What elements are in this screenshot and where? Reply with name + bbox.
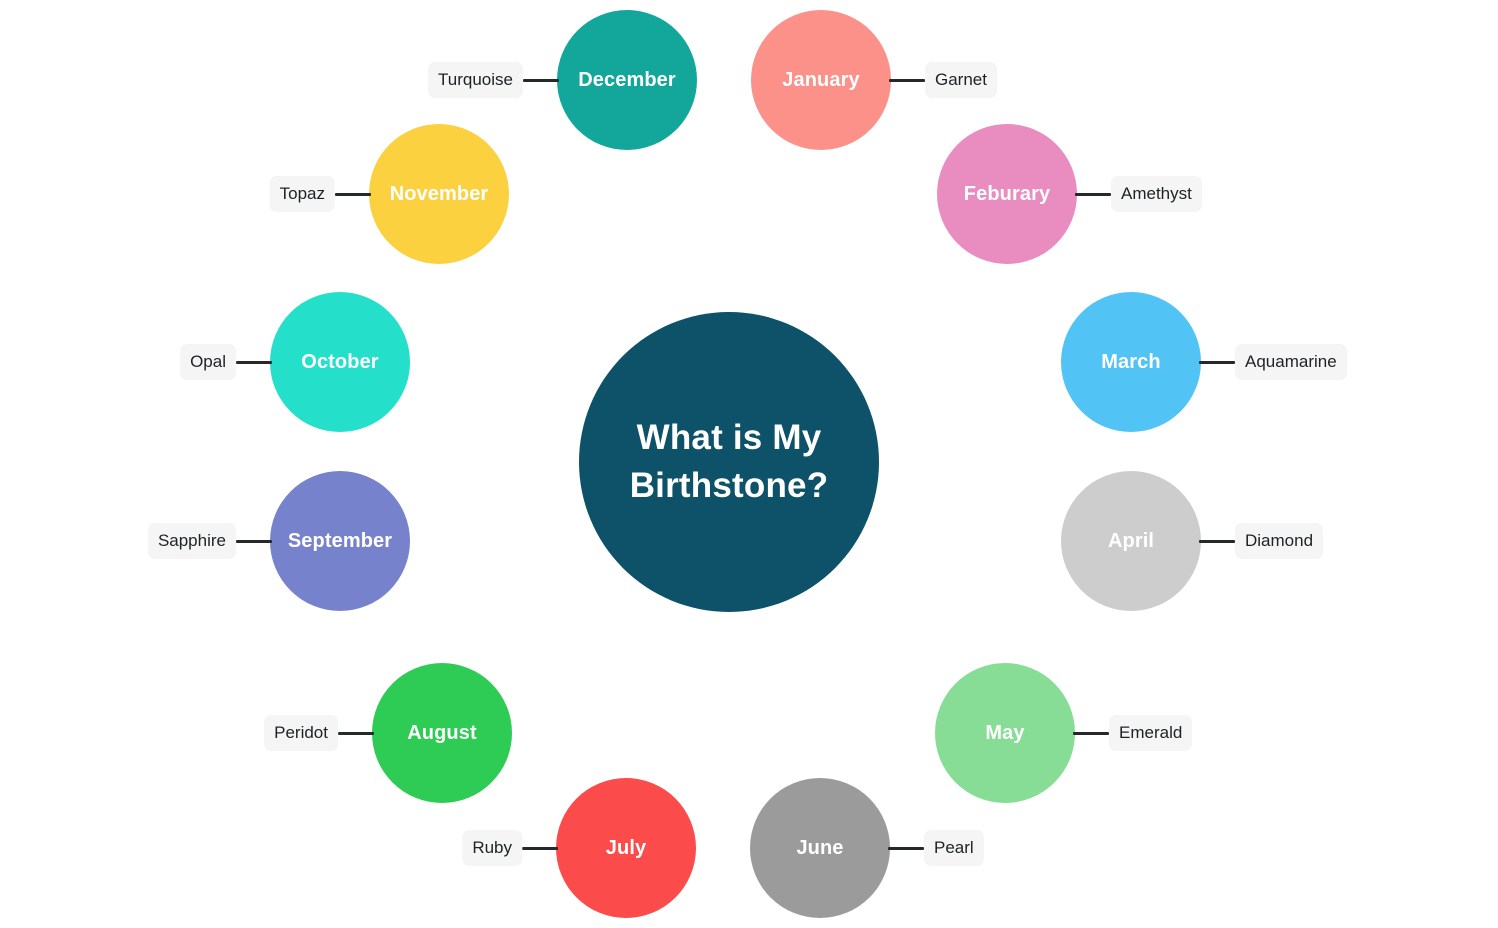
month-node-december[interactable]: December (557, 10, 697, 150)
month-node-label: December (578, 68, 676, 91)
month-node-label: May (985, 721, 1025, 744)
month-node-january[interactable]: January (751, 10, 891, 150)
month-node-march[interactable]: March (1061, 292, 1201, 432)
center-node-title: What is My Birthstone? (629, 417, 829, 505)
stone-label-october[interactable]: Opal (180, 344, 236, 380)
month-node-november[interactable]: November (369, 124, 509, 264)
connector-line-october (236, 360, 272, 364)
month-node-october[interactable]: October (270, 292, 410, 432)
month-node-label: Feburary (963, 182, 1051, 205)
connector-line-may (1073, 731, 1109, 735)
connector-line-november (335, 192, 371, 196)
connector-line-june (888, 846, 924, 850)
month-node-april[interactable]: April (1061, 471, 1201, 611)
connector-line-july (522, 846, 558, 850)
connector-line-feburary (1075, 192, 1111, 196)
month-node-label: January (782, 68, 860, 91)
month-node-label: June (796, 836, 844, 859)
month-node-may[interactable]: May (935, 663, 1075, 803)
month-node-july[interactable]: July (556, 778, 696, 918)
connector-line-september (236, 539, 272, 543)
stone-label-march[interactable]: Aquamarine (1235, 344, 1347, 380)
month-node-feburary[interactable]: Feburary (937, 124, 1077, 264)
month-node-label: November (389, 182, 489, 205)
connector-line-august (338, 731, 374, 735)
month-node-label: July (605, 836, 647, 859)
month-node-june[interactable]: June (750, 778, 890, 918)
month-node-label: March (1101, 350, 1161, 373)
stone-label-september[interactable]: Sapphire (147, 523, 236, 559)
stone-label-july[interactable]: Ruby (462, 830, 522, 866)
stone-label-april[interactable]: Diamond (1235, 523, 1324, 559)
stone-label-may[interactable]: Emerald (1109, 715, 1193, 751)
connector-line-december (523, 78, 559, 82)
month-node-label: April (1107, 529, 1155, 552)
stone-label-june[interactable]: Pearl (924, 830, 984, 866)
month-node-september[interactable]: September (270, 471, 410, 611)
stone-label-feburary[interactable]: Amethyst (1111, 176, 1202, 212)
connector-line-march (1199, 360, 1235, 364)
month-node-august[interactable]: August (372, 663, 512, 803)
center-node[interactable]: What is My Birthstone? (579, 312, 879, 612)
connector-line-january (889, 78, 925, 82)
month-node-label: August (407, 721, 477, 744)
stone-label-november[interactable]: Topaz (269, 176, 335, 212)
connector-line-april (1199, 539, 1235, 543)
stone-label-december[interactable]: Turquoise (428, 62, 523, 98)
month-node-label: October (301, 350, 379, 373)
stone-label-august[interactable]: Peridot (264, 715, 338, 751)
month-node-label: September (287, 529, 393, 552)
stone-label-january[interactable]: Garnet (925, 62, 997, 98)
